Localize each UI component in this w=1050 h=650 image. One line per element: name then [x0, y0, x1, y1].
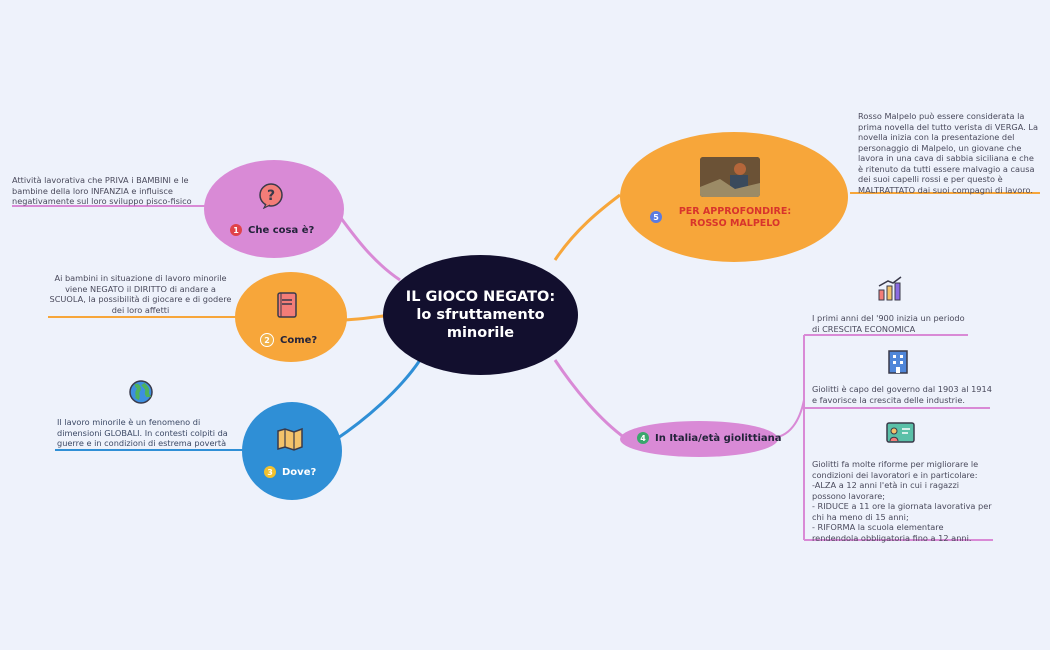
topic-che-cosa-e[interactable]	[204, 160, 344, 258]
topic-number-badge: 1	[230, 224, 242, 236]
topic-number-badge: 5	[650, 211, 662, 223]
teacher-board-icon	[886, 421, 916, 449]
note-dove: Il lavoro minorile è un fenomeno di dime…	[57, 417, 228, 448]
topic-label: In Italia/età giolittiana	[655, 432, 782, 444]
topic-label: Che cosa è?	[248, 224, 315, 236]
note-riforme-giolitti: Giolitti fa molte riforme per migliorare…	[812, 459, 992, 543]
note-giolitti-governo: Giolitti è capo del governo dal 1903 al …	[812, 384, 992, 405]
note-che-cosa-e: Attività lavorativa che PRIVA i BAMBINI …	[12, 175, 192, 206]
note-crescita-economica: I primi anni del '900 inizia un periodo …	[812, 313, 965, 334]
photo-icon[interactable]	[700, 157, 760, 197]
topic-come-label: 2 Come?	[260, 333, 317, 347]
growth-chart-icon	[876, 276, 904, 306]
topic-label-line1: PER APPROFONDIRE:	[678, 206, 792, 217]
note-come: Ai bambini in situazione di lavoro minor…	[49, 273, 232, 315]
topic-number-badge: 2	[260, 333, 274, 347]
map-icon	[276, 427, 304, 455]
topic-label: Dove?	[282, 466, 317, 478]
notebook-icon	[276, 292, 298, 322]
central-title-line2: lo sfruttamento	[416, 307, 545, 323]
central-title: IL GIOCO NEGATO: lo sfruttamento minoril…	[383, 288, 578, 342]
topic-label: Come?	[280, 334, 318, 346]
topic-label-line2: ROSSO MALPELO	[689, 218, 781, 229]
svg-text:?: ?	[267, 188, 275, 204]
central-topic[interactable]	[383, 255, 578, 375]
topic-dove[interactable]	[242, 402, 342, 500]
building-icon	[885, 348, 911, 378]
topic-dove-label: 3 Dove?	[264, 466, 316, 478]
rosso-malpelo-label: PER APPROFONDIRE: ROSSO MALPELO	[650, 206, 820, 230]
topic-italia-label: 4 In Italia/età giolittiana	[637, 432, 782, 444]
topic-rosso-malpelo[interactable]	[620, 132, 848, 262]
question-speech-icon: ?	[258, 183, 284, 213]
globe-icon	[128, 379, 154, 409]
topic-number-badge: 3	[264, 466, 276, 478]
topic-number-badge: 4	[637, 432, 649, 444]
central-title-line3: minorile	[446, 325, 515, 341]
central-title-line1: IL GIOCO NEGATO:	[405, 289, 556, 305]
topic-che-cosa-e-label: 1 Che cosa è?	[230, 224, 314, 236]
note-rosso-malpelo: Rosso Malpelo può essere considerata la …	[858, 111, 1038, 195]
